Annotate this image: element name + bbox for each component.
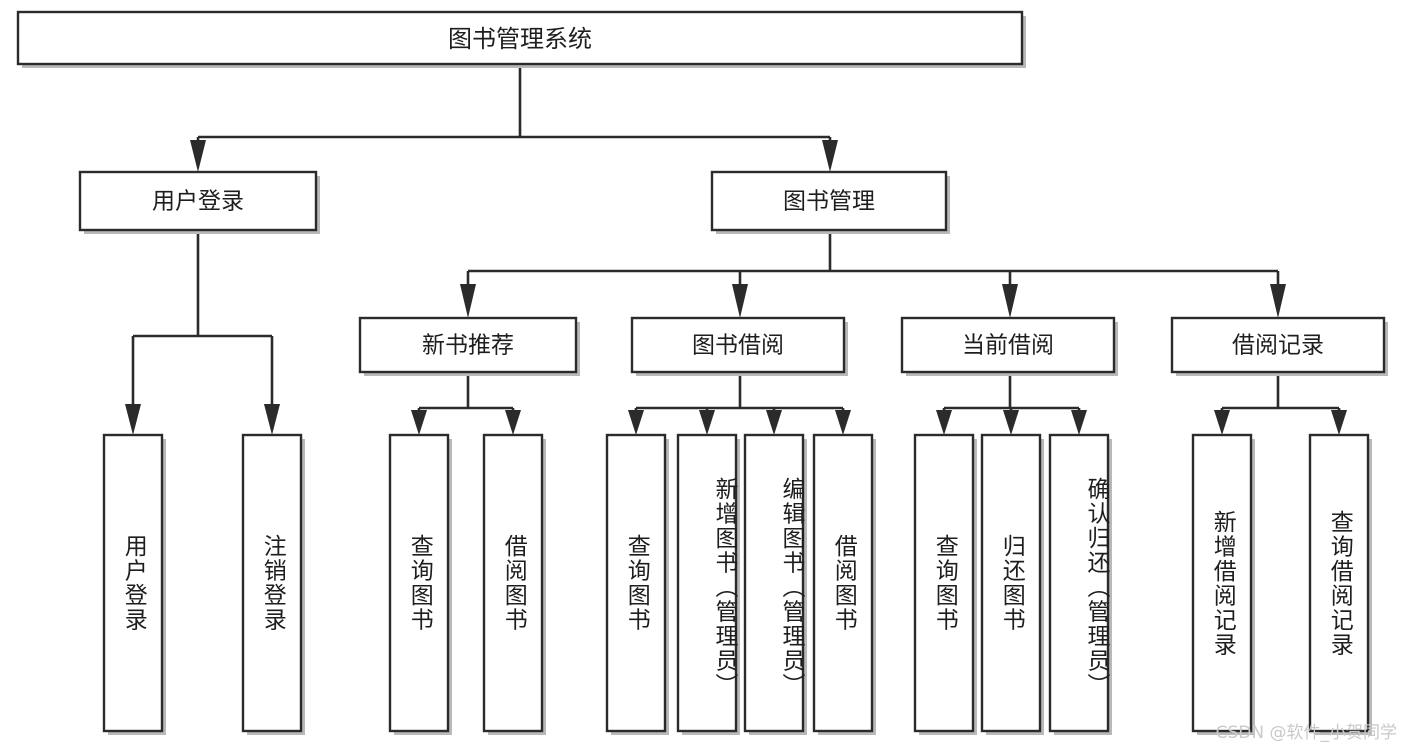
node-leaf-borrow-book-1-rect[interactable] (482, 433, 544, 733)
arrow-leaf-query-book-3 (936, 410, 952, 435)
node-leaf-add-record-rect[interactable] (1191, 433, 1253, 733)
node-leaf-user-login-rect[interactable] (102, 433, 164, 733)
arrow-book-borrow (732, 284, 748, 318)
node-new-book-recommend-rect[interactable] (358, 316, 578, 374)
arrow-leaf-borrow-book-1 (505, 410, 521, 435)
node-leaf-query-book-2-rect[interactable] (605, 433, 667, 733)
node-current-borrow-label: 当前借阅 (962, 333, 1054, 359)
edges-group (125, 66, 1347, 435)
arrow-current-borrow (1002, 284, 1018, 318)
arrow-leaf-user-login (125, 404, 141, 435)
node-book-management-rect[interactable] (710, 170, 948, 232)
node-current-borrow-rect[interactable] (900, 316, 1116, 374)
arrow-leaf-query-record (1331, 410, 1347, 435)
arrow-leaf-return-book (1003, 410, 1019, 435)
arrow-leaf-user-logout (264, 404, 280, 435)
node-leaf-add-book-rect[interactable] (676, 433, 738, 733)
node-leaf-edit-book-rect[interactable] (743, 433, 805, 733)
node-leaf-return-book-rect[interactable] (980, 433, 1042, 733)
node-borrow-record-rect[interactable] (1170, 316, 1386, 374)
arrow-leaf-borrow-book-2 (835, 410, 851, 435)
arrow-to-user-login (190, 140, 206, 172)
arrow-leaf-add-record (1214, 410, 1230, 435)
node-leaf-user-logout-rect[interactable] (241, 433, 303, 733)
node-root-rect[interactable] (16, 10, 1024, 66)
arrow-leaf-edit-book (766, 410, 782, 435)
node-leaf-query-book-3-rect[interactable] (913, 433, 975, 733)
node-book-borrow-label: 图书借阅 (692, 333, 784, 359)
node-new-book-recommend-label: 新书推荐 (422, 333, 514, 359)
node-user-login-label: 用户登录 (152, 189, 244, 215)
csdn-watermark: CSDN @软件_小贺同学 (1215, 723, 1397, 743)
arrow-to-book-management (822, 140, 838, 172)
arrow-borrow-record (1270, 284, 1286, 318)
node-book-management-label: 图书管理 (783, 189, 875, 215)
node-root-label: 图书管理系统 (448, 25, 592, 53)
arrow-leaf-confirm-return (1071, 410, 1087, 435)
arrow-leaf-query-book-2 (628, 410, 644, 435)
arrow-leaf-add-book (699, 410, 715, 435)
node-leaf-confirm-return-rect[interactable] (1048, 433, 1110, 733)
node-book-borrow-rect[interactable] (630, 316, 846, 374)
node-user-login-rect[interactable] (78, 170, 318, 232)
node-borrow-record-label: 借阅记录 (1232, 333, 1324, 359)
arrow-leaf-query-book-1 (411, 410, 427, 435)
node-leaf-query-record-rect[interactable] (1308, 433, 1370, 733)
nodes-group: 图书管理系统 用户登录 图书管理 新书推荐 图书借阅 当前借阅 借阅记录 (16, 10, 1388, 735)
node-leaf-borrow-book-2-rect[interactable] (812, 433, 874, 733)
arrow-new-book-recommend (460, 284, 476, 318)
node-leaf-query-book-1-rect[interactable] (388, 433, 450, 733)
